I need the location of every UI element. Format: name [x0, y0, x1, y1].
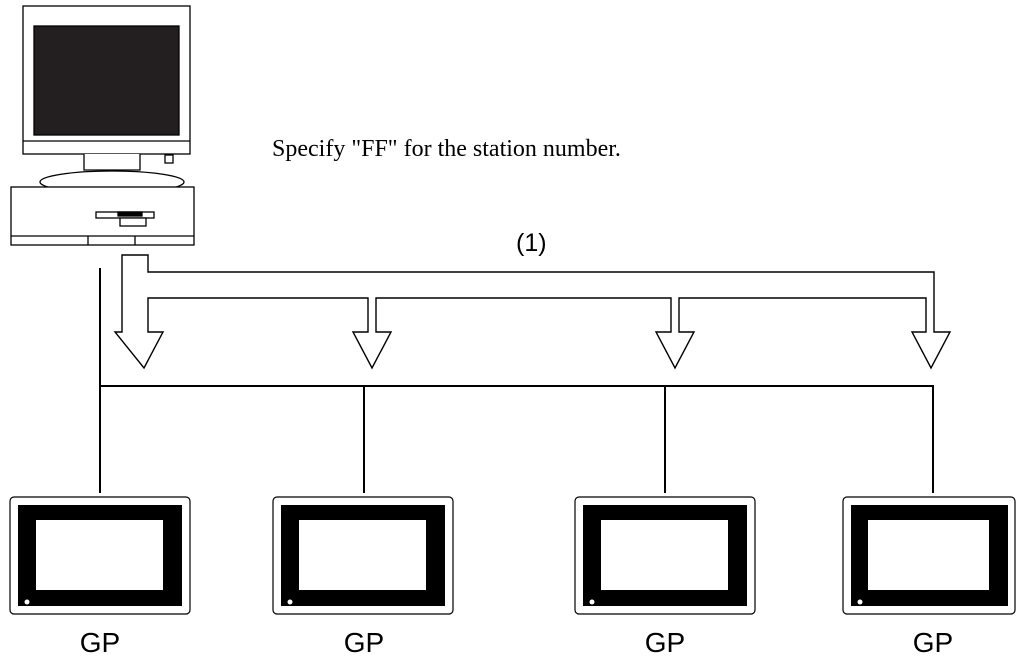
gp-label-3: GP	[644, 627, 686, 658]
gp-terminal-4-icon	[842, 496, 1016, 615]
gp-label-4: GP	[912, 627, 954, 658]
gp-terminal-3-icon	[574, 496, 756, 615]
instruction-text: Specify "FF" for the station number.	[272, 136, 621, 162]
host-computer-icon	[10, 5, 195, 246]
broadcast-arrow	[113, 254, 952, 370]
gp-label-1: GP	[79, 627, 121, 658]
network-bus	[99, 268, 934, 493]
gp-label-2: GP	[343, 627, 385, 658]
broadcast-label: (1)	[516, 229, 547, 257]
gp-terminal-2-icon	[272, 496, 454, 615]
gp-terminal-1-icon	[9, 496, 191, 615]
